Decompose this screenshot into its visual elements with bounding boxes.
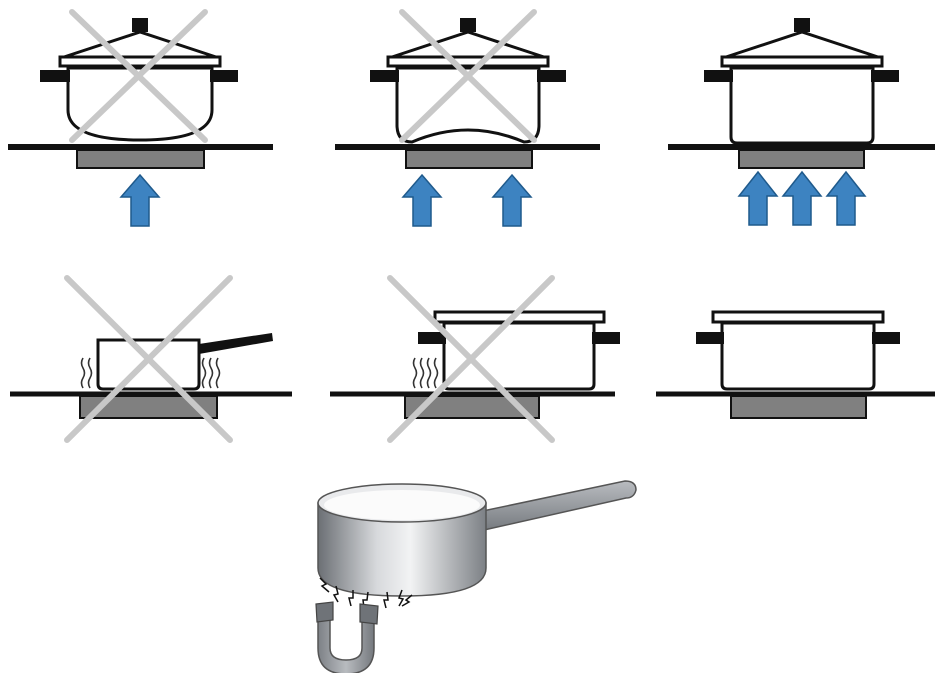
pot — [696, 310, 900, 391]
horseshoe-magnet-icon — [315, 601, 379, 673]
metal-saucepan — [317, 483, 487, 597]
heat-arrow — [737, 170, 779, 226]
heat-waves-icon — [80, 357, 221, 389]
heating-zone — [730, 395, 867, 419]
not-allowed-cross-icon — [387, 275, 555, 443]
panel-pot-offset-from-zone — [330, 275, 620, 443]
heating-zone — [79, 395, 218, 419]
heating-zone — [76, 149, 205, 169]
panel-small-pan-on-large-zone — [10, 275, 292, 443]
panel-magnet-test-on-saucepan — [315, 480, 637, 673]
heat-arrow — [491, 173, 533, 227]
heat-arrow — [119, 173, 161, 227]
pot — [40, 18, 238, 142]
heat-arrow — [401, 173, 443, 227]
pot — [704, 18, 899, 145]
heating-zone — [405, 149, 533, 169]
panel-pot-convex-base — [8, 9, 273, 227]
heat-waves-icon — [412, 357, 439, 389]
heating-zone — [738, 149, 865, 169]
pot — [418, 310, 620, 391]
panel-pot-centered-on-zone — [656, 310, 935, 419]
panel-pot-flat-base — [668, 18, 935, 226]
heat-arrow — [781, 170, 823, 226]
saucepan — [96, 333, 273, 391]
heating-zone — [404, 395, 540, 419]
not-allowed-cross-icon — [64, 275, 233, 443]
not-allowed-cross-icon — [69, 9, 208, 143]
panel-pot-concave-base — [335, 9, 600, 227]
not-allowed-cross-icon — [399, 9, 537, 143]
saucepan-handle — [477, 480, 637, 531]
pot — [370, 18, 566, 144]
heat-arrow — [825, 170, 867, 226]
